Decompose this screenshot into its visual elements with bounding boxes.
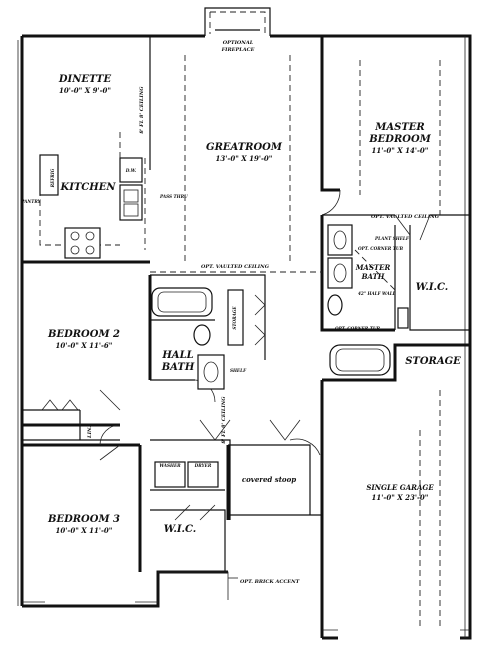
hall-vanity [197,354,225,390]
interior-walls [22,36,470,572]
master-bathtub [329,344,391,376]
master-bath-label-2: BATH [361,272,385,281]
dryer-label: DRYER [194,463,212,468]
doors [41,189,431,521]
dishwasher [119,157,143,183]
master-bath-label-1: MASTER [355,263,391,272]
linen-label: LIN. [87,426,93,439]
bedroom2-label: BEDROOM 2 [47,329,120,340]
hall-bath-label-2: BATH [161,362,195,373]
master-bath-fixtures: OPT. CORNER TUB OPT. CORNER TUB PLANT SH… [327,224,410,376]
dryer [187,461,219,488]
range [64,227,101,259]
fireplace-label-2: FIREPLACE [221,47,255,53]
greatroom-dim: 13'-0" X 19'-0" [216,154,273,163]
pass-thru-label: PASS THRU [159,194,188,199]
garage-label: SINGLE GARAGE [366,483,434,492]
optional-fireplace: OPTIONAL FIREPLACE [204,7,271,53]
hall-bath-label-1: HALL [161,350,193,361]
kitchen-label: KITCHEN [60,182,117,193]
vaulted-ceiling-great-label: OPT. VAULTED CEILING [201,264,270,270]
dinette-label: DINETTE [58,74,112,85]
laundry: WASHER DRYER [154,461,219,488]
refrig-label: REFRIG [50,168,55,188]
bedroom2-dim: 10'-0" X 11'-6" [56,341,113,350]
master-vanity-1 [327,224,353,256]
master-bedroom-dim: 11'-0" X 14'-0" [372,146,429,155]
kitchen-sink [119,184,143,221]
plant-shelf-label: PLANT SHELF [374,236,410,241]
fireplace-label-1: OPTIONAL [223,40,254,46]
exterior-walls [17,34,472,640]
dw-label: D.W. [125,168,137,173]
vaulted-ceiling-master-label: OPT. VAULTED CEILING [371,214,440,220]
corner-tub-label: OPT. CORNER TUB [358,246,403,251]
washer [154,461,186,488]
pantry-label: PANTRY [20,199,41,204]
wic-master-label: W.I.C. [416,282,449,293]
kitchen-fixtures: REFRIG D.W. PANTRY [20,130,146,259]
master-bedroom-label-1: MASTER [374,122,424,133]
hall-bathtub [151,287,213,317]
master-bedroom-label-2: BEDROOM [368,134,431,145]
bedroom3-dim: 10'-0" X 11'-0" [56,526,113,535]
hall-ceiling-label: 8' FL 8' CEILING [221,396,227,444]
storage-hall-label: STORAGE [232,306,237,330]
hall-toilet [193,324,211,346]
washer-label: WASHER [159,463,181,468]
greatroom-label: GREATROOM [206,142,283,153]
shelf-label: SHELF [230,368,247,373]
garage-dim: 11'-0" X 23'-0" [372,493,429,502]
hall-bath-fixtures: STORAGE SHELF [151,287,247,390]
brick-accent [22,571,470,631]
room-labels: DINETTE 10'-0" X 9'-0" 8' FL 8' CEILING … [47,74,461,585]
wic-bed3-label: W.I.C. [164,524,197,535]
half-wall-label: 42" HALF WALL [358,291,396,296]
brick-accent-label: OPT. BRICK ACCENT [240,579,301,585]
bedroom3-label: BEDROOM 3 [47,514,120,525]
opt-corner-tub-label: OPT. CORNER TUB [335,326,380,331]
storage-label: STORAGE [405,356,461,367]
dinette-ceiling-label: 8' FL 8' CEILING [139,86,145,134]
master-vanity-2 [327,257,353,289]
vaulted-ceiling-lines [184,55,441,630]
covered-stoop-label: covered stoop [242,475,296,484]
master-toilet [327,294,343,316]
dinette-dim: 10'-0" X 9'-0" [59,86,111,95]
refrigerator [39,154,59,196]
